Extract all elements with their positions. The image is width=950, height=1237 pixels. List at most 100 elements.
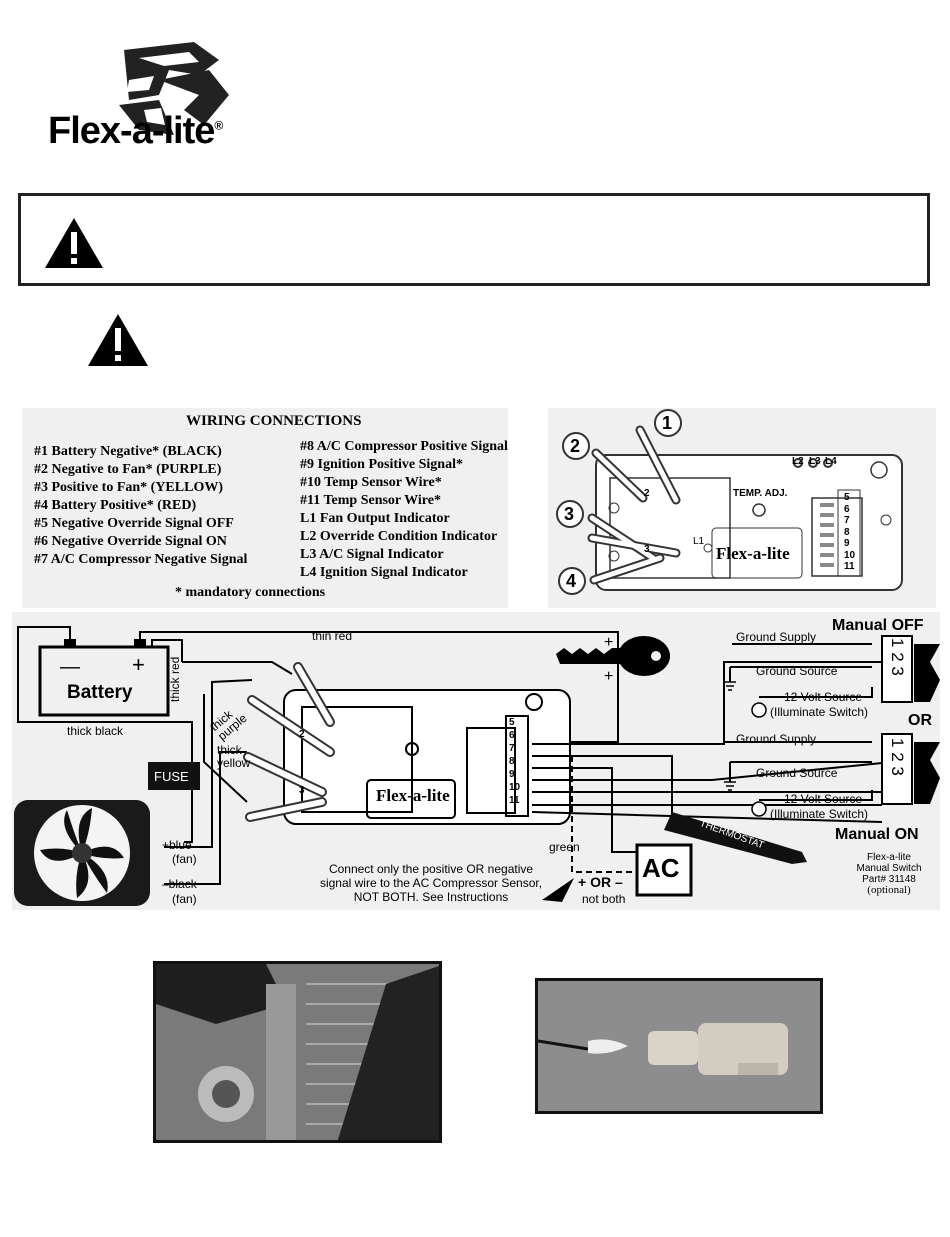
module-illustration: 1 2 3 4 L2 L3 L4 L1 TEMP. ADJ. 2 3 Flex-… bbox=[548, 408, 936, 608]
list-item: #9 Ignition Positive Signal* bbox=[300, 457, 463, 472]
terminal-number: 6 bbox=[844, 503, 850, 515]
warning-icon bbox=[45, 218, 103, 268]
manual-off-label: Manual OFF bbox=[832, 617, 924, 634]
ac-note-line: NOT BOTH. See Instructions bbox=[353, 890, 509, 904]
ac-note: Connect only the positive OR negative si… bbox=[316, 862, 546, 904]
key-icon bbox=[556, 636, 670, 676]
mandatory-note: * mandatory connections bbox=[175, 585, 326, 600]
fuse-label: FUSE bbox=[154, 769, 189, 784]
battery-label: Battery bbox=[67, 682, 133, 703]
list-item: #2 Negative to Fan* (PURPLE) bbox=[34, 462, 222, 477]
thick-yellow-label: thick yellow bbox=[217, 743, 251, 770]
list-item: #3 Positive to Fan* (YELLOW) bbox=[34, 480, 223, 495]
terminal-number: 7 bbox=[509, 743, 515, 754]
callout-3: 3 bbox=[564, 504, 575, 524]
switch-on-digits: 1 2 3 bbox=[887, 738, 907, 776]
callout-1: 1 bbox=[662, 413, 673, 433]
module-brand: Flex-a-lite bbox=[716, 544, 790, 563]
list-item: #4 Battery Positive* (RED) bbox=[34, 498, 197, 513]
switch-digit: 2 bbox=[888, 752, 907, 762]
volt-source-label: 12 Volt Source bbox=[784, 690, 863, 704]
terminal-number: 10 bbox=[844, 549, 856, 561]
ground-supply-label: Ground Supply bbox=[736, 732, 817, 746]
battery-minus: — bbox=[60, 656, 80, 678]
or-pair-label: + OR – bbox=[578, 874, 623, 890]
not-both-label: not both bbox=[582, 892, 626, 906]
list-item: #5 Negative Override Signal OFF bbox=[34, 516, 234, 531]
wiring-diagram: — + Battery thin red thick red thick bla… bbox=[12, 612, 940, 910]
switch-digit: 1 bbox=[888, 738, 907, 748]
indicator-l1: L1 bbox=[693, 536, 705, 547]
terminal-number: 7 bbox=[844, 515, 850, 526]
ac-note-line: signal wire to the AC Compressor Sensor, bbox=[319, 876, 543, 890]
thick-red-label: thick red bbox=[168, 656, 182, 702]
fan-black-label: –black bbox=[162, 877, 197, 891]
post-label: 2 bbox=[644, 488, 650, 499]
wiring-list-right: #8 A/C Compressor Positive Signal #9 Ign… bbox=[300, 438, 508, 582]
switch-off-digits: 1 2 3 bbox=[887, 638, 907, 676]
switch-info-line: Flex-a-lite bbox=[867, 852, 911, 863]
terminal-number: 11 bbox=[509, 795, 520, 806]
radiator-photo bbox=[153, 961, 442, 1143]
illuminate-label: (Illuminate Switch) bbox=[770, 807, 869, 821]
wiring-list-left: #1 Battery Negative* (BLACK) #2 Negative… bbox=[34, 443, 247, 569]
fan-blue-label: +blue bbox=[162, 838, 192, 852]
terminal-number: 11 bbox=[844, 561, 855, 572]
list-item: L4 Ignition Signal Indicator bbox=[300, 565, 468, 580]
switch-digit: 2 bbox=[888, 652, 907, 662]
battery-plus: + bbox=[132, 652, 145, 677]
wiring-heading: WIRING CONNECTIONS bbox=[186, 413, 362, 429]
switch-info-line: Manual Switch bbox=[856, 863, 922, 874]
brand-logo: Flex-a-lite® bbox=[44, 40, 274, 175]
fan-tag: (fan) bbox=[172, 852, 197, 866]
radiator-photo-drawing bbox=[156, 964, 439, 1140]
list-item: #1 Battery Negative* (BLACK) bbox=[34, 444, 222, 459]
terminal-numbers: 5 6 7 8 9 10 11 bbox=[509, 716, 520, 807]
indicator-label: L2 bbox=[792, 456, 804, 467]
indicator-label: L3 bbox=[809, 456, 821, 467]
switch-digit: 3 bbox=[888, 766, 907, 776]
ground-source-label: Ground Source bbox=[756, 766, 838, 780]
connector-photo-drawing bbox=[538, 981, 820, 1111]
warning-box bbox=[18, 193, 930, 286]
list-item: L3 A/C Signal Indicator bbox=[300, 547, 444, 562]
terminal-number: 9 bbox=[509, 769, 515, 780]
fan-tag: (fan) bbox=[172, 892, 197, 906]
terminal-numbers: 5 6 7 8 9 10 11 bbox=[844, 492, 855, 573]
connector-photo bbox=[535, 978, 823, 1114]
post-label: 3 bbox=[299, 785, 305, 796]
ac-note-line: Connect only the positive OR negative bbox=[328, 862, 534, 876]
list-item: #6 Negative Override Signal ON bbox=[34, 534, 227, 549]
module-brand: Flex-a-lite bbox=[376, 786, 450, 805]
thin-red-label: thin red bbox=[312, 629, 353, 643]
terminal-number: 5 bbox=[509, 717, 515, 728]
callout-4: 4 bbox=[566, 571, 577, 591]
manual-on-label: Manual ON bbox=[835, 826, 919, 843]
terminal-number: 8 bbox=[844, 526, 850, 538]
list-item: L1 Fan Output Indicator bbox=[300, 511, 450, 526]
wiring-connections-panel bbox=[22, 408, 508, 608]
switch-digit: 3 bbox=[888, 666, 907, 676]
list-item: #10 Temp Sensor Wire* bbox=[300, 475, 442, 490]
terminal-number: 6 bbox=[509, 730, 515, 741]
switch-info: Flex-a-lite Manual Switch Part# 31148 (o… bbox=[844, 852, 934, 896]
or-label: OR bbox=[908, 712, 932, 729]
indicator-label: L4 bbox=[825, 456, 837, 467]
green-label: green bbox=[549, 840, 580, 854]
post-label: 3 bbox=[644, 544, 650, 555]
plus-label: + bbox=[604, 668, 614, 685]
switch-digit: 1 bbox=[888, 638, 907, 648]
flag-emblem bbox=[119, 42, 229, 135]
ac-label: AC bbox=[642, 853, 680, 883]
terminal-number: 10 bbox=[509, 782, 521, 793]
terminal-number: 8 bbox=[509, 756, 515, 767]
fan-icon bbox=[14, 800, 150, 906]
thick-black-label: thick black bbox=[67, 724, 124, 738]
post-label: 2 bbox=[299, 729, 305, 740]
list-item: L2 Override Condition Indicator bbox=[300, 529, 498, 544]
ground-source-label: Ground Source bbox=[756, 664, 838, 678]
list-item: #8 A/C Compressor Positive Signal bbox=[300, 439, 508, 454]
warning-icon bbox=[88, 314, 148, 366]
terminal-number: 5 bbox=[844, 492, 850, 503]
list-item: #11 Temp Sensor Wire* bbox=[300, 493, 441, 508]
